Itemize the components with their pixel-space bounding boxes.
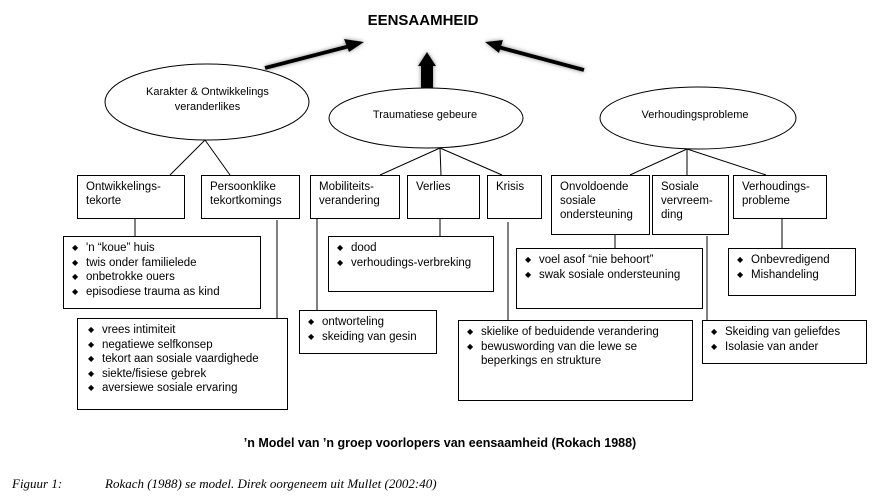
factor-list: Skeiding van geliefdes Isolasie van ande… <box>702 320 867 364</box>
list-item: aversiewe sosiale ervaring <box>88 381 279 396</box>
factor-list: dood verhoudings-verbreking <box>328 236 494 292</box>
box-line: Verlies <box>416 181 451 193</box>
factor-list: Onbevredigend Mishandeling <box>728 248 856 296</box>
list-item: voel asof “nie behoort” <box>525 253 694 268</box>
box-line: probleme <box>742 195 790 207</box>
arrow-left-icon <box>264 39 364 70</box>
box-line: Sosiale <box>661 181 699 193</box>
list-item: episodiese trauma as kind <box>72 285 252 300</box>
subcategory-box: Persoonklike tekortkomings <box>201 175 300 219</box>
list-item: swak sosiale ondersteuning <box>525 268 694 283</box>
box-line: tekortkomings <box>210 195 282 207</box>
subcategory-box: Verhoudings-probleme <box>733 175 827 219</box>
subcategory-box: Ontwikkelings-tekorte <box>77 175 185 219</box>
factor-list: ontworteling skeiding van gesin <box>299 310 437 354</box>
list-item: bewuswording van die lewe se beperkings … <box>467 340 651 369</box>
list-item: negatiewe selfkonsep <box>88 338 279 353</box>
category-label: Verhoudingsprobleme <box>641 109 749 121</box>
box-line: Onvoldoende <box>560 181 629 193</box>
box-line: ondersteuning <box>560 209 633 221</box>
list-item: dood <box>337 241 485 256</box>
category-ellipse <box>599 86 797 150</box>
factor-list: vrees intimiteit negatiewe selfkonsep te… <box>77 318 288 410</box>
category-label: Karakter & Ontwikkelings veranderlikes <box>115 85 300 115</box>
box-line: sosiale <box>560 195 596 207</box>
box-line: verandering <box>319 195 380 207</box>
list-item: Onbevredigend <box>737 253 847 268</box>
figure-text: Rokach (1988) se model. Direk oorgeneem … <box>105 476 437 491</box>
box-line: ding <box>661 209 683 221</box>
list-item: skeiding van gesin <box>308 330 428 345</box>
list-item: onbetrokke ouers <box>72 270 252 285</box>
factor-list: 'n “koue” huis twis onder familielede on… <box>63 236 261 309</box>
label-line: veranderlikes <box>174 101 241 113</box>
list-item: vrees intimiteit <box>88 323 279 338</box>
box-line: tekorte <box>86 195 122 207</box>
factor-list: skielike of beduidende verandering bewus… <box>458 320 693 401</box>
subcategory-box: Mobiliteits-verandering <box>310 175 400 219</box>
arrow-up-icon <box>418 52 436 91</box>
diagram-title: EENSAAMHEID <box>367 12 479 29</box>
list-item: ontworteling <box>308 315 428 330</box>
category-ellipse <box>328 87 524 149</box>
list-item: siekte/fisiese gebrek <box>88 367 279 382</box>
subcategory-box: Onvoldoende sosiale ondersteuning <box>551 175 650 235</box>
subcategory-box: Krisis <box>487 175 542 219</box>
box-line: vervreem- <box>661 195 713 207</box>
diagram-caption: ’n Model van ’n groep voorlopers van een… <box>243 436 637 450</box>
box-line: Ontwikkelings- <box>86 181 161 193</box>
list-item: Mishandeling <box>737 268 847 283</box>
category-label: Traumatiese gebeure <box>372 109 478 121</box>
list-item: twis onder familielede <box>72 256 252 271</box>
list-item: verhoudings-verbreking <box>337 256 485 271</box>
box-line: Verhoudings- <box>742 181 810 193</box>
box-line: Krisis <box>496 181 525 193</box>
figure-label: Figuur 1: <box>12 476 63 491</box>
subcategory-box: Verlies <box>407 175 480 219</box>
list-item: Isolasie van ander <box>711 340 858 355</box>
list-item: 'n “koue” huis <box>72 241 252 256</box>
list-item: Skeiding van geliefdes <box>711 325 858 340</box>
category-ellipse <box>104 63 310 141</box>
box-line: Persoonklike <box>210 181 276 193</box>
box-line: Mobiliteits- <box>319 181 374 193</box>
list-item: tekort aan sosiale vaardighede <box>88 352 279 367</box>
arrow-right-icon <box>485 40 585 72</box>
list-item: skielike of beduidende verandering <box>467 325 684 340</box>
subcategory-box: Sosiale vervreem-ding <box>652 175 729 235</box>
label-line: Karakter & Ontwikkelings <box>146 86 269 98</box>
factor-list: voel asof “nie behoort” swak sosiale ond… <box>516 248 703 309</box>
